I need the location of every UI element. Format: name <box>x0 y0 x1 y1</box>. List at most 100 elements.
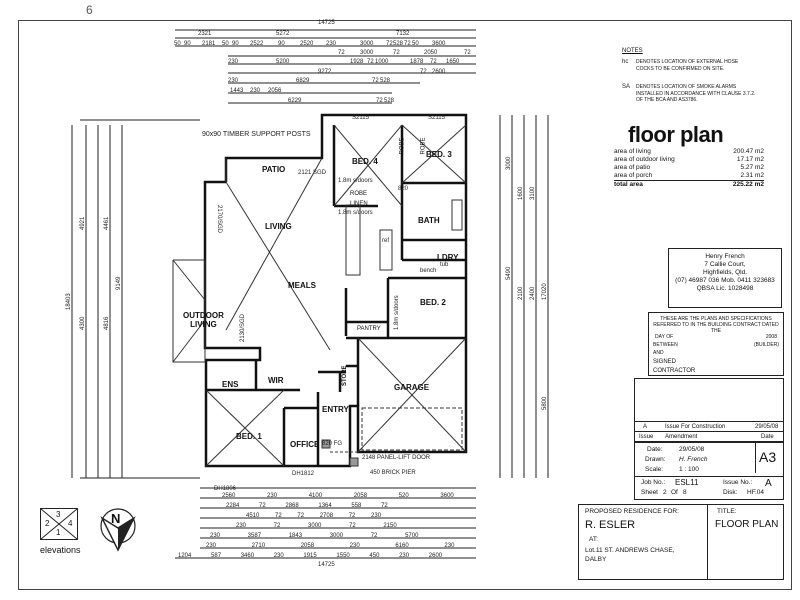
dim-right-7: 2100 <box>518 286 524 300</box>
dim-top-row1-a: 2321 <box>198 31 212 37</box>
contract-statement: THESE ARE THE PLANS AND SPECIFICATIONS R… <box>653 316 779 334</box>
dim-top-row2-13: 50 <box>412 41 419 47</box>
revision-col-amend: Amendment <box>665 434 698 440</box>
note-1-symbol: hc <box>622 59 629 65</box>
area-label: area of porch <box>614 172 653 179</box>
dim-right-0: 3000 <box>506 156 512 170</box>
dim-right-1: 1600 <box>518 186 524 200</box>
dim-bottom-overall: 14725 <box>318 562 335 568</box>
dim-top-row4-6: 72 <box>430 59 437 65</box>
dim-top-row3-2: 72 <box>393 50 400 56</box>
elevation-1: 1 <box>56 528 61 537</box>
label-tub: tub <box>440 262 449 268</box>
revision-col-issue: Issue <box>639 434 654 440</box>
label-s2115-b: S2115 <box>428 115 445 121</box>
dim-top-row5-0: 9272 <box>318 69 332 75</box>
dim-top-row3-1: 3000 <box>360 50 374 56</box>
elevations-label: elevations <box>40 545 81 555</box>
area-value: 225.22 m2 <box>732 181 764 188</box>
scale-label: Scale: <box>645 466 664 473</box>
drawn-label: Drawn: <box>645 456 666 463</box>
dim-top-row2-5: 2522 <box>250 41 264 47</box>
label-robe-doors-2: 1.8m s/doors <box>338 210 373 216</box>
elevation-key-diagonals <box>41 509 77 539</box>
dim-left-5: 9149 <box>116 276 122 290</box>
elevation-3: 3 <box>56 510 61 519</box>
label-dh1812: DH1812 <box>292 471 315 477</box>
at-label: AT: <box>589 536 598 543</box>
room-bed1: BED. 1 <box>236 432 262 441</box>
dim-left-2: 4300 <box>80 316 86 330</box>
dim-top-row2-3: 50 <box>222 41 229 47</box>
date-label: Date: <box>647 446 663 453</box>
dim-top-row3-0: 72 <box>338 50 345 56</box>
dim-top-row2-0: 50 <box>174 41 181 47</box>
area-row-total: total area 225.22 m2 <box>614 181 764 189</box>
dim-top-overall: 14725 <box>318 20 335 26</box>
note-2-text: DENOTES LOCATION OF SMOKE ALARMS INSTALL… <box>636 84 756 103</box>
area-value: 200.47 m2 <box>733 148 764 155</box>
dim-top-row4-2: 1928 <box>350 59 364 65</box>
dim-left-4: 4461 <box>104 216 110 230</box>
dim-top-row2-8: 230 <box>326 41 337 47</box>
dim-top-row2-2: 2181 <box>202 41 216 47</box>
area-row: area of porch 2.31 m2 <box>614 172 764 181</box>
job-label: Job No.: <box>641 479 666 486</box>
north-arrow: N <box>96 502 140 552</box>
dim-top-row6-1: 6829 <box>296 78 310 84</box>
dim-right-2: 3100 <box>530 186 536 200</box>
label-door-820: 820 <box>398 186 409 192</box>
title-label: TITLE: <box>717 508 737 515</box>
area-value: 2.31 m2 <box>740 172 765 179</box>
room-robe-2: ROBE <box>399 137 406 155</box>
room-ldry: LDRY <box>437 253 459 262</box>
dim-top-row4-0: 230 <box>228 59 239 65</box>
room-entry: ENTRY <box>322 405 349 414</box>
sheet-of: Of <box>671 489 678 496</box>
label-patio-sgd: 2121 SGD <box>298 170 327 176</box>
contract-year: 2008 <box>765 334 777 340</box>
label-timber-posts: 90x90 TIMBER SUPPORT POSTS <box>202 131 311 138</box>
area-value: 5.27 m2 <box>740 164 765 171</box>
area-label: total area <box>614 181 643 188</box>
revision-header: Issue Amendment Date <box>635 431 783 442</box>
room-bed4: BED. 4 <box>352 157 378 166</box>
dim-top-row4-4: 1000 <box>375 59 389 65</box>
elevation-2: 2 <box>45 519 50 528</box>
disk-label: Disk: <box>723 489 738 496</box>
client-name: R. ESLER <box>585 519 636 531</box>
dim-top-row1-c: 7132 <box>396 31 410 37</box>
dim-right-5: 5800 <box>542 396 548 410</box>
date-value: 29/05/08 <box>679 446 705 453</box>
room-ens: ENS <box>222 380 239 389</box>
contract-signed: SIGNED <box>653 359 677 365</box>
contract-builder-tag: (BUILDER) <box>753 342 779 348</box>
dim-top-row8-2: 528 <box>384 98 395 104</box>
dim-top-row8-0: 6229 <box>288 98 302 104</box>
contract-contractor: CONTRACTOR <box>653 368 696 374</box>
dim-top-row2-7: 2520 <box>300 41 314 47</box>
dim-bottom-row-4: 230 3587 1843 3000 72 5700 <box>210 533 419 539</box>
label-s2115-a: S2115 <box>352 115 369 121</box>
dim-top-row5-2: 2600 <box>432 69 446 75</box>
sheet-total: 8 <box>683 489 687 496</box>
room-garage: GARAGE <box>394 383 430 392</box>
dim-bottom-row-2: 4510 72 72 2708 72 230 <box>246 513 382 519</box>
label-sgd-2170: 2170/SGD <box>216 205 222 234</box>
room-wir: WIR <box>268 376 284 385</box>
sheet-mark: 6 <box>86 3 93 17</box>
sheet-size: A3 <box>759 449 777 465</box>
room-bath: BATH <box>418 216 440 225</box>
label-bench: bench <box>420 268 437 274</box>
sheet-border <box>18 20 792 590</box>
dim-top-row6-2: 72 <box>372 78 379 84</box>
dim-top-row3-4: 72 <box>464 50 471 56</box>
contract-panel: THESE ARE THE PLANS AND SPECIFICATIONS R… <box>648 312 784 376</box>
dim-bottom-row-1: 2284 72 2868 1364 558 72 <box>226 503 388 509</box>
elevation-4: 4 <box>68 519 73 528</box>
sheet-label: Sheet <box>641 489 658 496</box>
